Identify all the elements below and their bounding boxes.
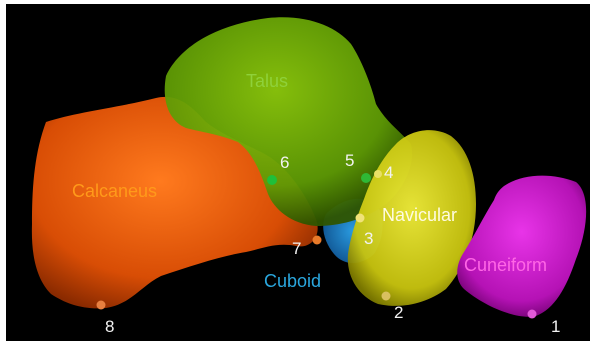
cuboid-label: Cuboid (264, 272, 321, 290)
landmark-3-label: 3 (364, 230, 373, 247)
talus-label: Talus (246, 72, 288, 90)
landmark-4-label: 4 (384, 164, 393, 181)
landmark-6-label: 6 (280, 154, 289, 171)
landmark-7-label: 7 (292, 240, 301, 257)
cuneiform-shape (457, 176, 586, 317)
landmark-1-label: 1 (551, 318, 560, 335)
calcaneus-label: Calcaneus (72, 182, 157, 200)
landmark-2-point (382, 292, 391, 301)
landmark-6-point (267, 175, 277, 185)
landmark-4-point (374, 170, 382, 178)
landmark-7-point (313, 236, 322, 245)
cuneiform-label: Cuneiform (464, 256, 547, 274)
navicular-label: Navicular (382, 206, 457, 224)
landmark-5-label: 5 (345, 152, 354, 169)
foot-bones-diagram: Talus Calcaneus Navicular Cuboid Cuneifo… (6, 4, 590, 341)
landmark-2-label: 2 (394, 304, 403, 321)
landmark-1-point (528, 310, 537, 319)
landmark-5-point (361, 173, 371, 183)
landmark-8-point (97, 301, 106, 310)
landmark-3-point (356, 214, 365, 223)
landmark-8-label: 8 (105, 318, 114, 335)
